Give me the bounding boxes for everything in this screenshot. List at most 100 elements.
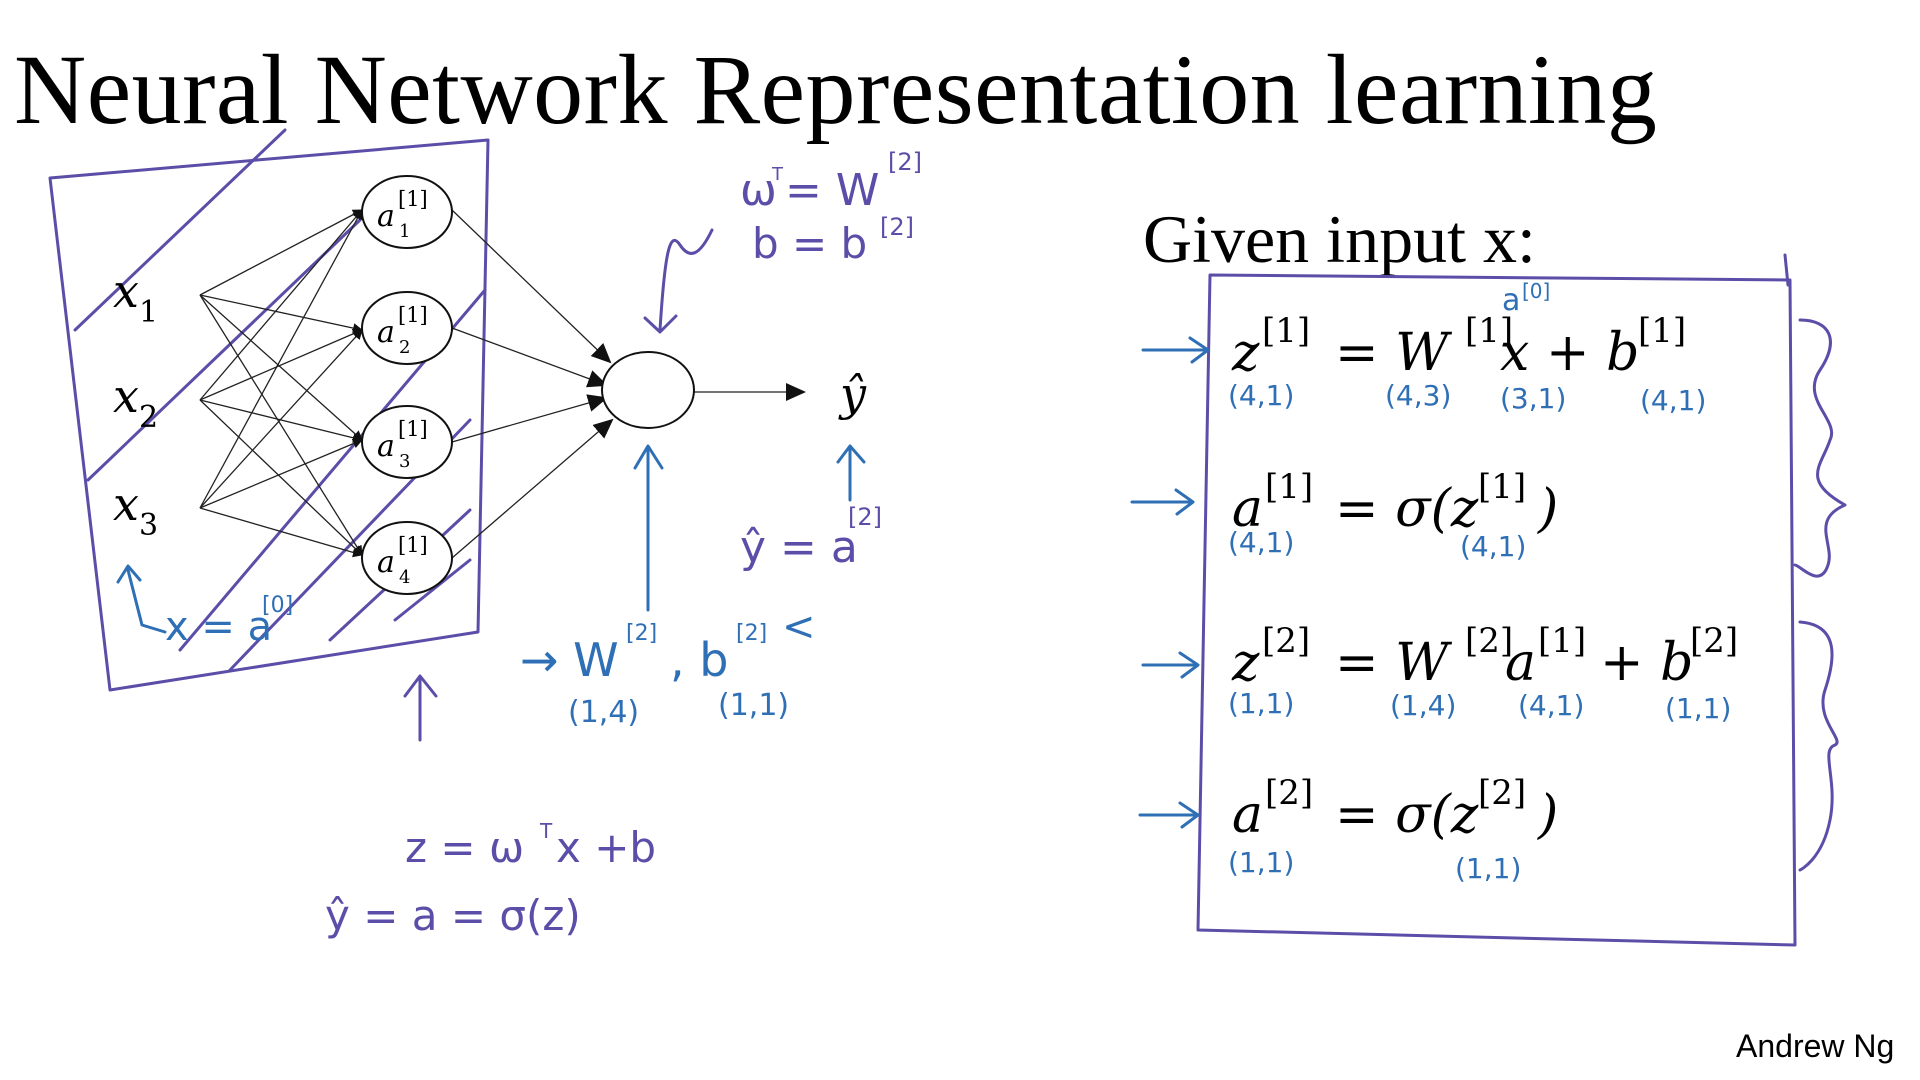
svg-text:= W: = W [1335, 323, 1452, 383]
svg-text:[2]: [2] [626, 621, 657, 646]
svg-text:b = b: b = b [752, 219, 867, 268]
given-input-label: Given input x: [1143, 201, 1536, 277]
svg-text:= W: = W [1335, 633, 1452, 693]
svg-text:+ b: + b [1546, 323, 1639, 383]
svg-text:[2]: [2] [1265, 773, 1313, 813]
svg-text:z: z [1231, 633, 1260, 693]
svg-text:a: a [1502, 283, 1520, 318]
svg-text:[1]: [1] [1478, 467, 1526, 507]
author-credit: Andrew Ng [1736, 1028, 1895, 1064]
svg-text:x: x [113, 264, 139, 318]
svg-text:x = a: x = a [165, 604, 272, 650]
svg-text:(4,1): (4,1) [1228, 526, 1294, 559]
annotation-arrow-to-output [658, 228, 714, 332]
annotation-arrow-to-output-node [633, 444, 664, 612]
svg-text:[2]: [2] [848, 503, 882, 531]
input-x1: x 1 [113, 264, 158, 330]
svg-text:): ) [1537, 479, 1558, 539]
arrow-eq-4 [1138, 801, 1200, 829]
svg-text:[1]: [1] [1262, 311, 1310, 351]
equation-3: z [2] = W [2] a [1] + b [2] [1231, 621, 1738, 693]
dims-eq-1: (4,1) (4,3) (3,1) (4,1) [1228, 379, 1706, 417]
arrow-eq-2 [1130, 488, 1195, 516]
svg-text:1: 1 [139, 295, 158, 330]
output-node [601, 351, 695, 429]
svg-text:= W: = W [785, 165, 879, 216]
svg-text:(1,1): (1,1) [1455, 852, 1521, 885]
hidden-node-3: a [1] 3 [361, 405, 453, 479]
dims-eq-3: (1,1) (1,4) (4,1) (1,1) [1228, 687, 1731, 725]
svg-text:4: 4 [399, 567, 410, 588]
svg-text:(1,1): (1,1) [718, 688, 789, 723]
annotation-a0-over-x: a [0] [1502, 279, 1550, 318]
svg-text:(4,1): (4,1) [1518, 689, 1584, 722]
annotation-yhat-a2: ŷ = a [2] [740, 503, 882, 573]
svg-text:[1]: [1] [1465, 311, 1513, 351]
svg-text:(1,1): (1,1) [1228, 846, 1294, 879]
layer-box-outline [48, 138, 490, 692]
svg-text:2: 2 [399, 337, 410, 358]
annotation-yhat-a-sigma: ŷ = a = σ(z) [325, 891, 581, 940]
dims-eq-4: (1,1) (1,1) [1228, 846, 1521, 885]
arrow-eq-3 [1141, 651, 1200, 679]
annotation-w2-b2: → W [2] , b [2] < (1,4) (1,1) [520, 604, 816, 730]
annotation-x-equals-a0: x = a [0] [165, 593, 293, 650]
arrow-eq-1 [1141, 336, 1210, 364]
annotation-arrow-up-box [403, 674, 438, 742]
svg-text:(1,4): (1,4) [1390, 689, 1456, 722]
hidden-node-4: a [1] 4 [361, 521, 453, 595]
svg-text:(4,1): (4,1) [1460, 530, 1526, 563]
svg-text:(1,1): (1,1) [1665, 692, 1731, 725]
svg-text:[2]: [2] [888, 148, 922, 176]
svg-text:a: a [1505, 633, 1536, 693]
svg-text:[0]: [0] [262, 593, 293, 618]
hidden-node-2: a [1] 2 [361, 291, 453, 365]
annotation-arrow-to-yhat [836, 444, 866, 502]
svg-text:[1]: [1] [398, 417, 428, 441]
svg-text:(4,1): (4,1) [1640, 384, 1706, 417]
svg-text:T: T [539, 819, 553, 843]
slide-title: Neural Network Representation learning [14, 34, 1658, 145]
svg-text:x +b: x +b [556, 823, 656, 872]
svg-text:a: a [377, 545, 395, 580]
brace-bottom [1798, 620, 1839, 872]
svg-text:[2]: [2] [1690, 621, 1738, 661]
svg-text:T: T [771, 164, 784, 185]
svg-text:): ) [1537, 785, 1558, 845]
svg-text:(4,1): (4,1) [1228, 379, 1294, 412]
svg-text:z = ω: z = ω [405, 823, 524, 872]
svg-text:<: < [782, 604, 816, 650]
svg-text:a: a [377, 199, 395, 234]
svg-text:[0]: [0] [1522, 279, 1550, 303]
svg-text:3: 3 [399, 451, 410, 472]
svg-text:, b: , b [670, 633, 728, 687]
annotation-wt-equals-w2: ω T = W [2] [740, 148, 922, 216]
svg-text:a: a [377, 315, 395, 350]
hidden-node-1: a [1] 1 [361, 175, 453, 249]
svg-text:[1]: [1] [398, 303, 428, 327]
svg-text:2: 2 [139, 400, 158, 435]
annotation-z-equals-wtx-b: z = ω T x +b [405, 819, 656, 872]
svg-text:x: x [1500, 323, 1529, 383]
svg-text:= σ(z: = σ(z [1335, 479, 1479, 539]
svg-text:[2]: [2] [1478, 773, 1526, 813]
hidden-output-connections [451, 209, 806, 559]
svg-text:1: 1 [399, 221, 410, 242]
annotation-arrowhead-output [643, 314, 678, 334]
svg-text:a: a [1232, 785, 1263, 845]
equation-2: a [1] = σ(z [1] ) [1232, 467, 1558, 539]
equation-1: z [1] = W [1] x + b [1] [1231, 311, 1686, 383]
svg-text:[1]: [1] [1265, 467, 1313, 507]
box-tick [1783, 253, 1790, 287]
equations-box-outline [1196, 273, 1797, 947]
svg-text:(1,1): (1,1) [1228, 687, 1294, 720]
output-yhat: ŷ [838, 367, 867, 421]
svg-text:(3,1): (3,1) [1500, 382, 1566, 415]
svg-text:[1]: [1] [1538, 621, 1586, 661]
annotation-b-equals-b2: b = b [2] [752, 213, 914, 268]
svg-text:(4,3): (4,3) [1385, 379, 1451, 412]
svg-text:[1]: [1] [398, 533, 428, 557]
annotation-arrow-x [116, 564, 167, 634]
svg-text:= σ(z: = σ(z [1335, 785, 1479, 845]
svg-text:[2]: [2] [1262, 621, 1310, 661]
